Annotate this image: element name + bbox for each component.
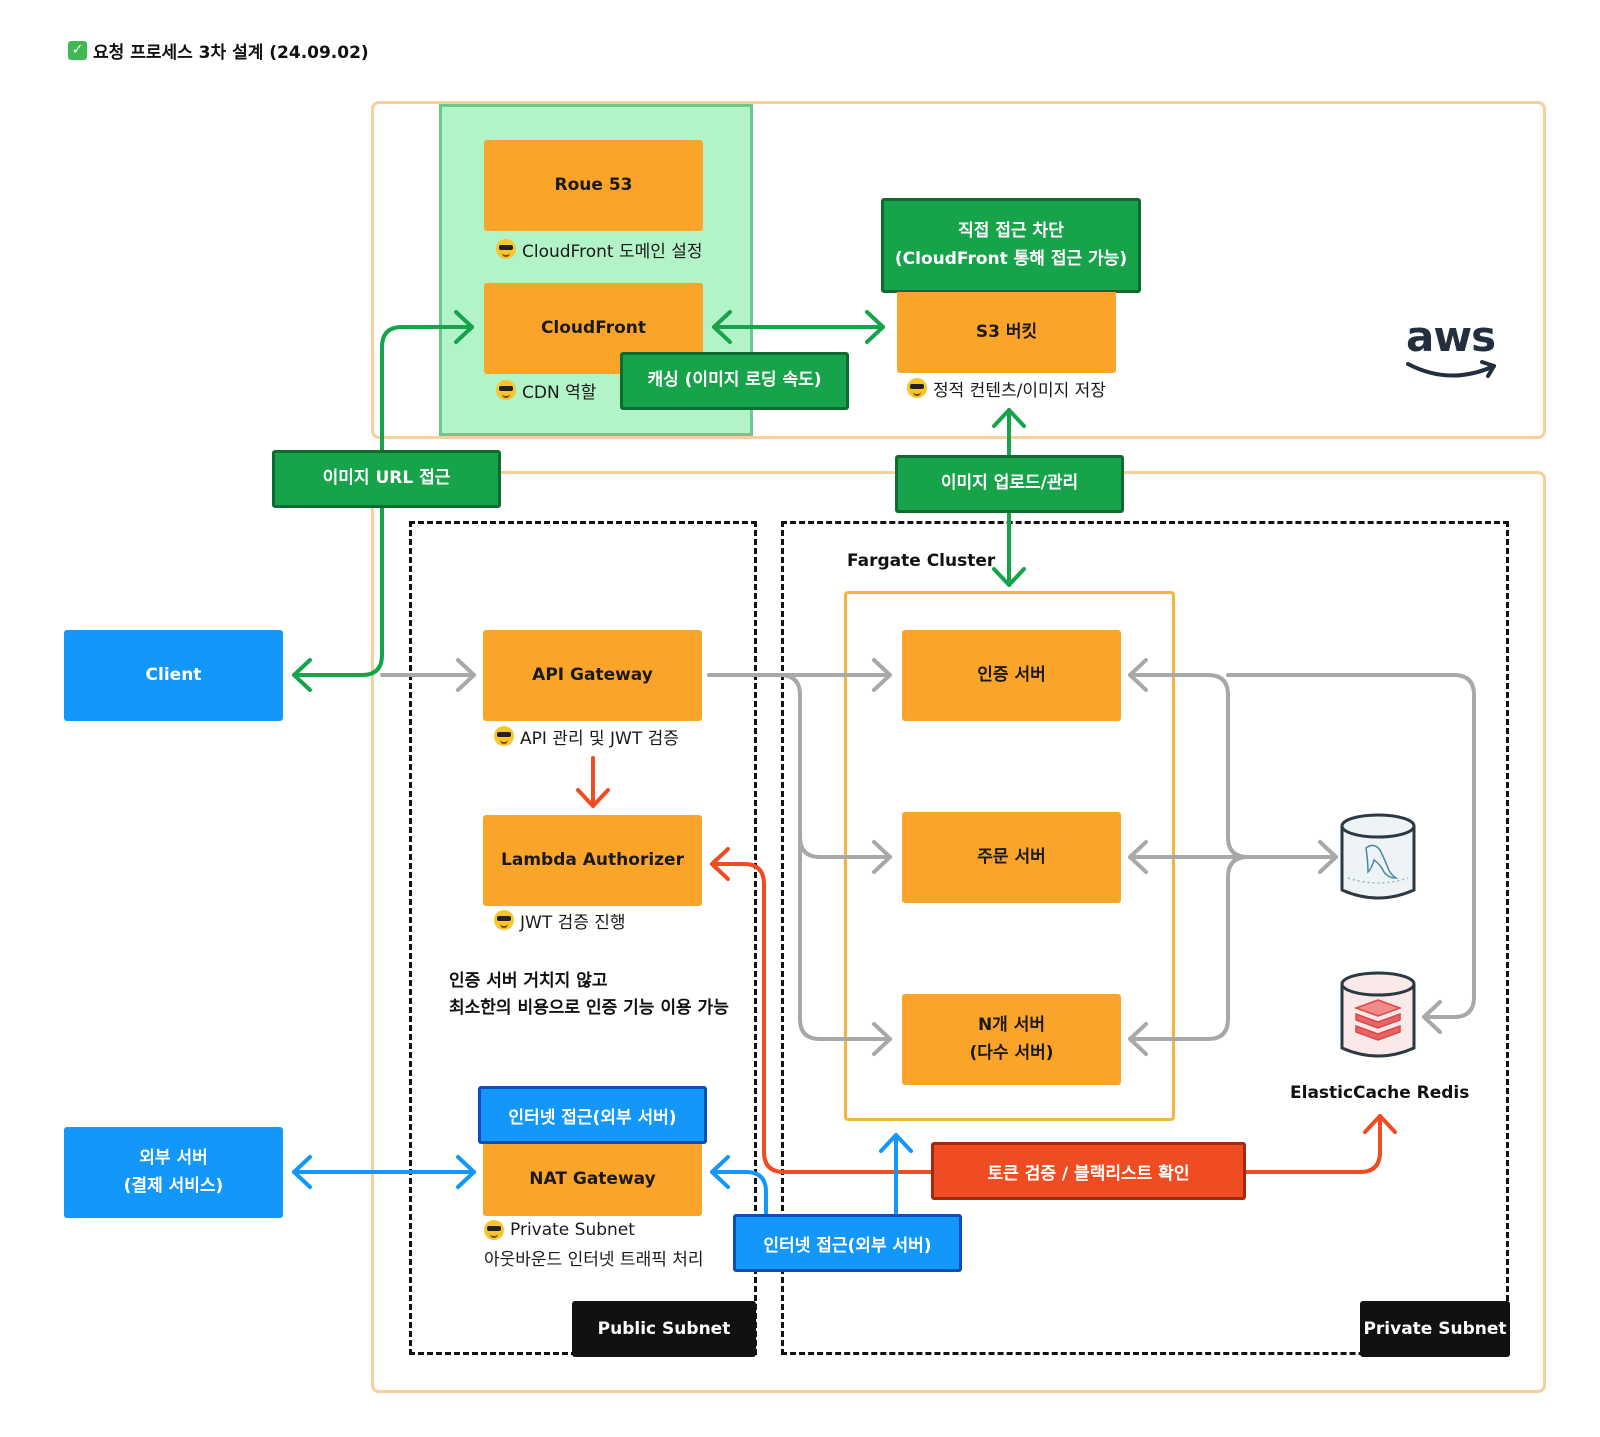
s3-bucket-box: S3 버킷 (897, 292, 1116, 373)
n-servers-line2: (다수 서버) (969, 1042, 1054, 1063)
nat-note2: 아웃바운드 인터넷 트래픽 처리 (484, 1249, 704, 1270)
external-nat-arrow (292, 1155, 476, 1189)
private-subnet-label: Private Subnet (1360, 1301, 1510, 1357)
image-upload-label: 이미지 업로드/관리 (895, 455, 1124, 513)
api-note-text: API 관리 및 JWT 검증 (520, 728, 679, 749)
mysql-database-icon (1340, 813, 1416, 900)
n-servers-box: N개 서버 (다수 서버) (902, 994, 1121, 1085)
nat-note1: Private Subnet (484, 1218, 635, 1242)
fargate-cluster-label: Fargate Cluster (847, 551, 996, 571)
lambda-authorizer-box: Lambda Authorizer (483, 815, 702, 906)
auth-note-line1: 인증 서버 거치지 않고 (449, 971, 608, 991)
route53-box: Roue 53 (484, 140, 703, 231)
s3-note: 정적 컨텐츠/이미지 저장 (907, 376, 1106, 401)
client-box: Client (64, 630, 283, 721)
private-nat-arrow (710, 1133, 913, 1224)
title-text: 요청 프로세스 3차 설계 (24.09.02) (93, 43, 369, 63)
sunglasses-emoji-icon (494, 910, 514, 930)
order-server-box: 주문 서버 (902, 812, 1121, 903)
auth-note: 인증 서버 거치지 않고 최소한의 비용으로 인증 기능 이용 가능 (449, 968, 729, 1022)
page-title: ✓ 요청 프로세스 3차 설계 (24.09.02) (68, 38, 369, 63)
aws-edge-region (371, 101, 1546, 439)
auth-server-box: 인증 서버 (902, 630, 1121, 721)
cloudfront-note-text: CDN 역할 (522, 382, 597, 403)
auth-note-line2: 최소한의 비용으로 인증 기능 이용 가능 (449, 998, 729, 1019)
lambda-token-redis-arrow (710, 847, 1397, 1174)
check-icon: ✓ (68, 41, 87, 60)
external-line1: 외부 서버 (139, 1148, 208, 1169)
lambda-note: JWT 검증 진행 (494, 908, 626, 933)
redis-cache-icon (1340, 971, 1416, 1058)
direct-access-block-label: 직접 접근 차단 (CloudFront 통해 접근 가능) (881, 198, 1141, 293)
token-check-label: 토큰 검증 / 블랙리스트 확인 (931, 1142, 1246, 1200)
sunglasses-emoji-icon (494, 726, 514, 746)
internet-access-label: 인터넷 접근(외부 서버) (478, 1086, 707, 1144)
upload-arrows (992, 408, 1026, 587)
image-url-access-label: 이미지 URL 접근 (272, 450, 501, 508)
cloudfront-s3-arrow (712, 310, 885, 344)
aws-logo-text: aws (1406, 312, 1496, 361)
s3-note-text: 정적 컨텐츠/이미지 저장 (933, 380, 1106, 401)
aws-smile-icon (1406, 360, 1496, 378)
sunglasses-emoji-icon (484, 1220, 504, 1240)
api-lambda-arrow (576, 756, 610, 808)
api-servers-arrows (707, 658, 892, 1056)
external-line2: (결제 서비스) (123, 1175, 224, 1196)
sunglasses-emoji-icon (496, 239, 516, 259)
public-subnet-label: Public Subnet (572, 1301, 756, 1357)
private-subnet-boundary (781, 521, 1509, 1355)
internet-access-private-label: 인터넷 접근(외부 서버) (733, 1214, 962, 1272)
external-server-box: 외부 서버 (결제 서비스) (64, 1127, 283, 1218)
route53-note: CloudFront 도메인 설정 (496, 237, 703, 262)
servers-db-arrows (1128, 658, 1338, 1056)
auth-redis-arrow (1226, 673, 1476, 1034)
cloudfront-note: CDN 역할 (496, 378, 597, 403)
sunglasses-emoji-icon (496, 380, 516, 400)
client-api-arrow (380, 658, 476, 692)
route53-note-text: CloudFront 도메인 설정 (522, 241, 703, 262)
aws-logo: aws (1402, 312, 1502, 384)
lambda-note-text: JWT 검증 진행 (520, 912, 626, 933)
nat-note1-text: Private Subnet (510, 1220, 635, 1240)
nat-gateway-box: NAT Gateway (483, 1144, 702, 1216)
block-line1: 직접 접근 차단 (958, 221, 1064, 242)
api-gateway-box: API Gateway (483, 630, 702, 721)
sunglasses-emoji-icon (907, 378, 927, 398)
api-gateway-note: API 관리 및 JWT 검증 (494, 724, 679, 749)
n-servers-line1: N개 서버 (977, 1015, 1046, 1036)
caching-label: 캐싱 (이미지 로딩 속도) (620, 352, 849, 410)
redis-label: ElasticCache Redis (1290, 1083, 1470, 1103)
block-line2: (CloudFront 통해 접근 가능) (894, 248, 1128, 269)
